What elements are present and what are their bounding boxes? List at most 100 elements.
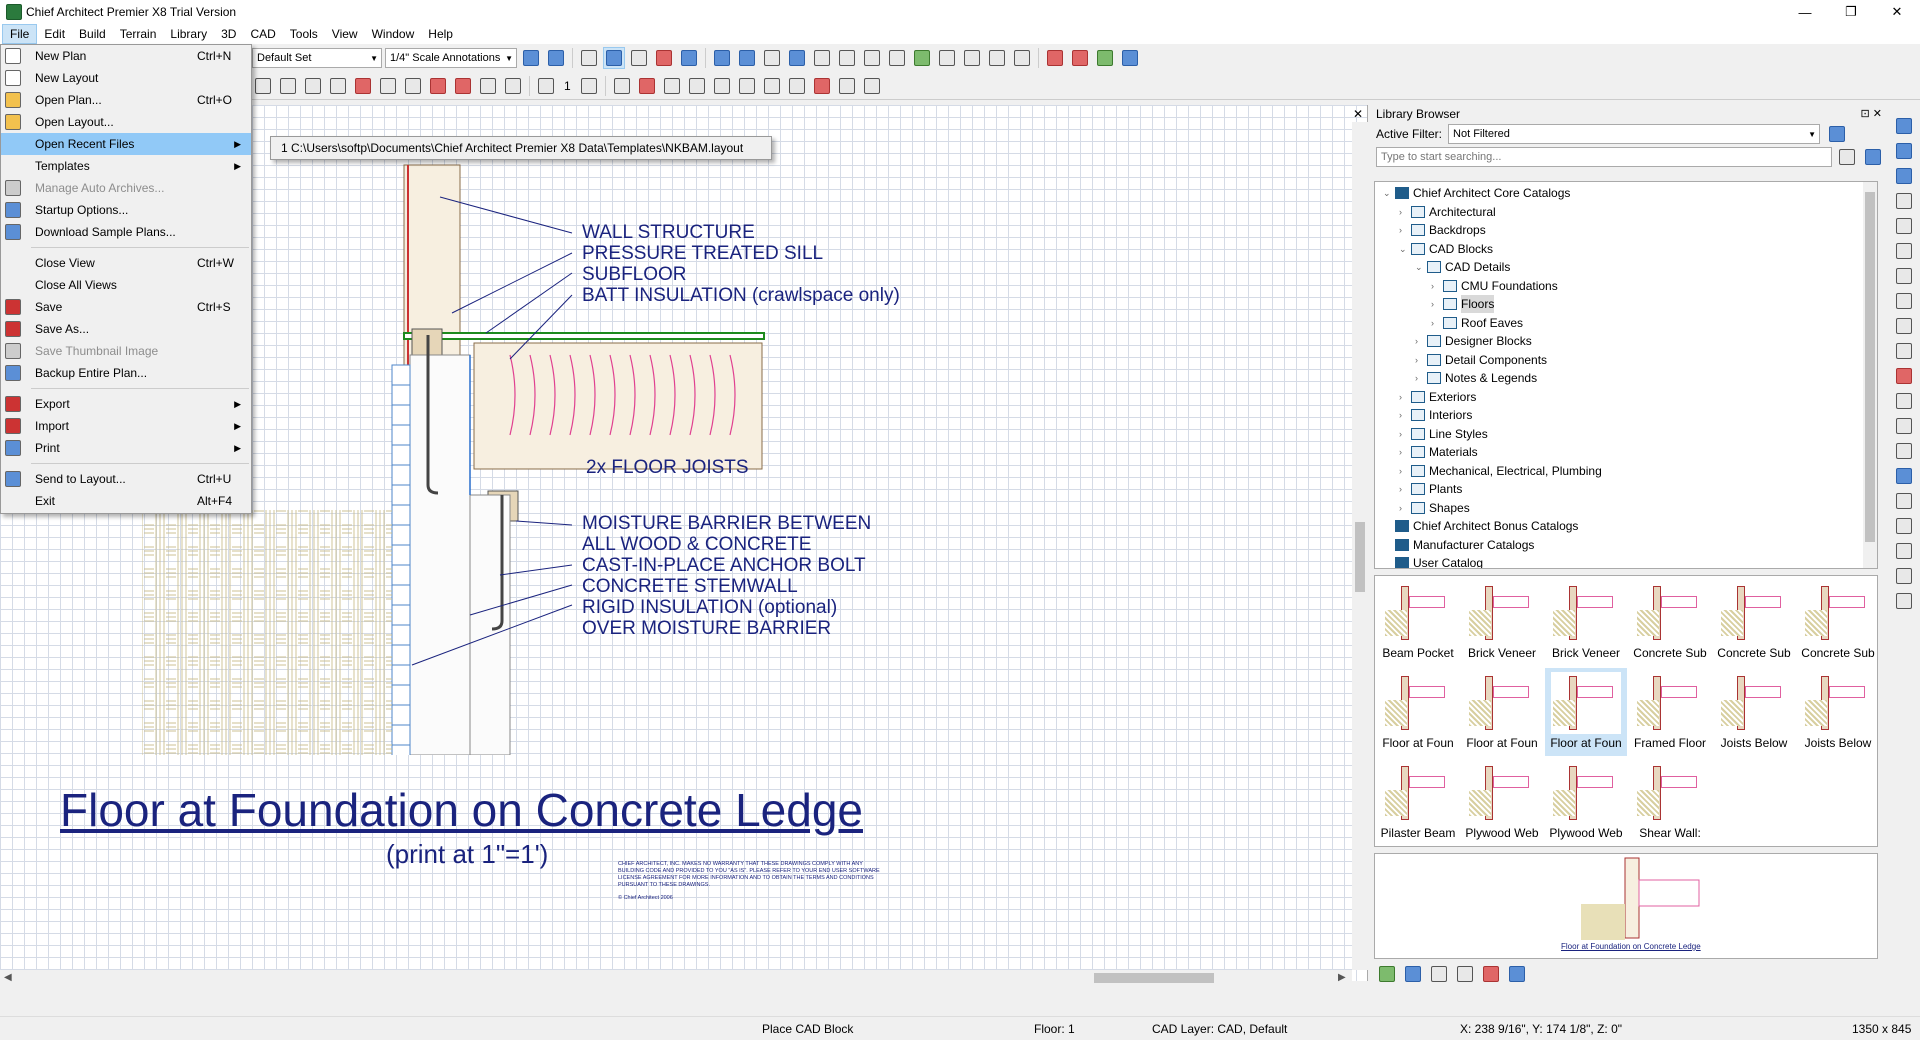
chevron-down-icon[interactable] <box>535 75 557 97</box>
tree-node-user-catalog[interactable]: User Catalog <box>1383 554 1483 568</box>
node-icon[interactable] <box>1892 490 1916 512</box>
door-icon[interactable] <box>277 75 299 97</box>
expand-chevron-icon[interactable]: ⌄ <box>1399 243 1407 254</box>
file-menu-item-templates[interactable]: Templates▶ <box>1 155 251 177</box>
lamp-icon[interactable] <box>886 47 908 69</box>
bounds-icon[interactable] <box>1892 590 1916 612</box>
square-icon[interactable] <box>1892 415 1916 437</box>
search-icon[interactable] <box>1836 146 1858 168</box>
close-view-icon[interactable]: ✕ <box>1352 107 1363 121</box>
menu-terrain[interactable]: Terrain <box>119 27 157 41</box>
overview-icon[interactable] <box>1094 47 1116 69</box>
tree-node-line-styles[interactable]: ›Line Styles <box>1399 426 1488 441</box>
light-icon[interactable] <box>911 47 933 69</box>
pan-icon[interactable] <box>1892 265 1916 287</box>
line-icon[interactable] <box>711 75 733 97</box>
expand-chevron-icon[interactable]: › <box>1399 465 1402 476</box>
object-snap-icon[interactable] <box>1892 565 1916 587</box>
expand-chevron-icon[interactable]: › <box>1399 502 1402 513</box>
polyline-icon[interactable] <box>736 75 758 97</box>
scale-annotations-combo[interactable]: 1/4" Scale Annotations <box>385 48 517 68</box>
expand-chevron-icon[interactable]: › <box>1399 391 1402 402</box>
house-icon[interactable] <box>711 47 733 69</box>
file-menu-item-open-layout[interactable]: Open Layout... <box>1 111 251 133</box>
list-view-icon[interactable] <box>1428 963 1450 985</box>
file-menu-item-export[interactable]: Export▶ <box>1 393 251 415</box>
close-button[interactable]: ✕ <box>1891 4 1903 19</box>
expand-chevron-icon[interactable]: ⌄ <box>1383 188 1391 198</box>
checklist-icon[interactable] <box>653 47 675 69</box>
library-thumbnail[interactable]: Floor at Foun <box>1377 668 1459 756</box>
text-icon[interactable] <box>636 75 658 97</box>
tree-node-detail-components[interactable]: ›Detail Components <box>1415 352 1548 367</box>
library-thumbnail[interactable]: Floor at Foun <box>1461 668 1543 756</box>
tree-node-mechanical-electrical-plumbing[interactable]: ›Mechanical, Electrical, Plumbing <box>1399 463 1602 478</box>
box-icon[interactable] <box>811 75 833 97</box>
file-menu-item-send-to-layout[interactable]: Send to Layout...Ctrl+U <box>1 468 251 490</box>
expand-chevron-icon[interactable]: › <box>1431 299 1434 309</box>
drawing-horizontal-scrollbar[interactable]: ◀ ▶ <box>0 970 1352 986</box>
fit-icon[interactable] <box>1892 215 1916 237</box>
tree-node-chief-architect-bonus-catalogs[interactable]: Chief Architect Bonus Catalogs <box>1383 517 1578 535</box>
library-thumbnail[interactable]: Plywood Web <box>1545 758 1627 846</box>
plan-icon[interactable] <box>578 47 600 69</box>
tree-node-backdrops[interactable]: ›Backdrops <box>1399 223 1486 237</box>
elevation-view-icon[interactable] <box>1069 47 1091 69</box>
tree-node-shapes[interactable]: ›Shapes <box>1399 500 1470 515</box>
pin-close-icon[interactable]: ⊡ ✕ <box>1860 108 1883 120</box>
room-icon[interactable] <box>377 75 399 97</box>
library-thumbnail[interactable]: Concrete Sub <box>1797 578 1879 666</box>
expand-chevron-icon[interactable]: › <box>1399 410 1402 420</box>
tree-node-designer-blocks[interactable]: ›Designer Blocks <box>1415 334 1532 348</box>
cabinet-icon[interactable] <box>252 75 274 97</box>
swap-icon[interactable] <box>1892 315 1916 337</box>
file-menu-item-download-sample-plans[interactable]: Download Sample Plans... <box>1 221 251 243</box>
render-icon[interactable] <box>811 47 833 69</box>
extents-icon[interactable] <box>1892 240 1916 262</box>
hand-icon[interactable] <box>545 47 567 69</box>
expand-chevron-icon[interactable]: › <box>1399 428 1402 439</box>
minimize-button[interactable]: — <box>1798 4 1812 20</box>
tree-node-roof-eaves[interactable]: ›Roof Eaves <box>1431 315 1524 330</box>
file-menu-item-print[interactable]: Print▶ <box>1 437 251 459</box>
expand-chevron-icon[interactable]: › <box>1399 206 1402 217</box>
menu-build[interactable]: Build <box>79 27 106 41</box>
spline-icon[interactable] <box>986 47 1008 69</box>
expand-chevron-icon[interactable]: › <box>1415 373 1418 383</box>
refresh-icon[interactable] <box>1376 963 1398 985</box>
file-menu-item-save-as[interactable]: Save As... <box>1 318 251 340</box>
tree-node-interiors[interactable]: ›Interiors <box>1399 408 1473 422</box>
magnet-icon[interactable] <box>1892 440 1916 462</box>
fill-window-icon[interactable] <box>1892 190 1916 212</box>
tree-node-exteriors[interactable]: ›Exteriors <box>1399 389 1477 404</box>
roof-icon[interactable] <box>352 75 374 97</box>
maximize-button[interactable]: ❐ <box>1845 4 1857 19</box>
file-menu-item-new-layout[interactable]: New Layout <box>1 67 251 89</box>
layout-icon[interactable] <box>628 47 650 69</box>
menu-library[interactable]: Library <box>170 27 208 41</box>
zoom-icon[interactable] <box>1892 115 1916 137</box>
expand-chevron-icon[interactable]: › <box>1431 317 1434 328</box>
library-thumbnail[interactable]: Joists Below <box>1797 668 1879 756</box>
edit-icon[interactable] <box>1480 963 1502 985</box>
material-icon[interactable] <box>861 47 883 69</box>
deck-icon[interactable] <box>452 75 474 97</box>
menu-view[interactable]: View <box>331 27 358 41</box>
text-tool-icon[interactable] <box>502 75 524 97</box>
active-filter-combo[interactable]: Not Filtered <box>1448 124 1821 144</box>
camera-icon[interactable] <box>736 47 758 69</box>
library-thumbnail[interactable]: Floor at Foun <box>1545 668 1627 756</box>
thumbnail-view-icon[interactable] <box>1454 963 1476 985</box>
library-thumbnail[interactable]: Brick Veneer <box>1545 578 1627 666</box>
library-thumbnail[interactable]: Concrete Sub <box>1629 578 1711 666</box>
file-menu-item-backup-entire-plan[interactable]: Backup Entire Plan... <box>1 362 251 384</box>
expand-chevron-icon[interactable]: › <box>1399 484 1402 494</box>
copy-icon[interactable] <box>1892 340 1916 362</box>
tree-node-chief-architect-core-catalogs[interactable]: ⌄Chief Architect Core Catalogs <box>1383 186 1571 200</box>
search-options-icon[interactable] <box>1862 146 1884 168</box>
library-thumbnail[interactable]: Beam Pocket <box>1377 578 1459 666</box>
menu-cad[interactable]: CAD <box>250 27 276 41</box>
